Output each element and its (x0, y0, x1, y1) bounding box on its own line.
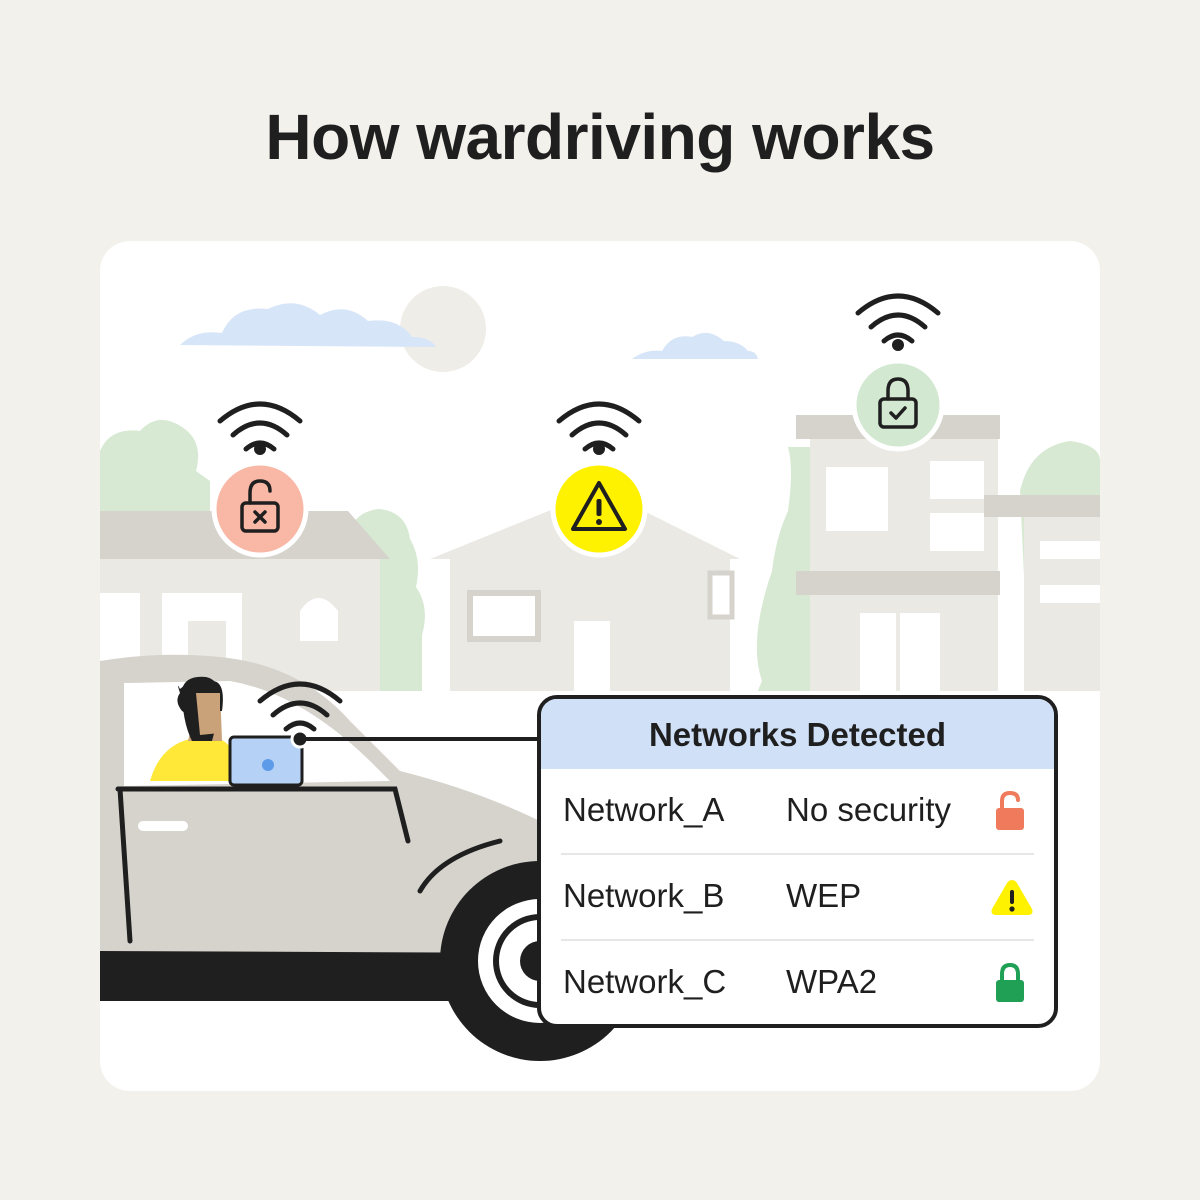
wifi-icon (556, 401, 642, 452)
page-title: How wardriving works (265, 101, 935, 173)
wifi-dot (892, 339, 904, 351)
unlocked-padlock-icon (240, 479, 280, 533)
door-handle (138, 821, 188, 831)
network-security: WEP (786, 877, 862, 914)
driver (150, 676, 240, 781)
wifi-dot (254, 443, 266, 455)
network-name: Network_B (563, 877, 725, 914)
panel-header: Networks Detected (541, 699, 1054, 769)
network-row: Network_C WPA2 (561, 941, 1034, 1024)
warning-icon (991, 880, 1033, 915)
network-row: Network_A No security (561, 769, 1034, 855)
network-row: Network_B WEP (561, 855, 1034, 941)
wifi-icon (855, 293, 941, 344)
sun (400, 286, 486, 372)
locked-padlock-check-icon (878, 377, 918, 429)
driver-shirt (150, 739, 240, 781)
unlocked-padlock-badge (211, 460, 309, 558)
cloud-mid (632, 332, 758, 359)
cloud-left (180, 303, 436, 347)
laptop (228, 735, 304, 787)
networks-detected-panel: Networks Detected Network_A No security … (537, 695, 1058, 1028)
wifi-icon (217, 401, 303, 452)
unlocked-padlock-icon (996, 790, 1024, 830)
locked-padlock-badge (851, 358, 945, 452)
locked-padlock-icon (996, 962, 1024, 1002)
warning-icon (571, 481, 627, 531)
network-name: Network_C (563, 963, 727, 1000)
warning-badge (550, 460, 648, 558)
wifi-dot (593, 443, 605, 455)
network-name: Network_A (563, 791, 725, 828)
apartment-building (796, 415, 1100, 737)
network-security: No security (786, 791, 952, 828)
network-security: WPA2 (786, 963, 878, 1000)
tree-right (751, 447, 810, 741)
wifi-icon (257, 681, 343, 732)
